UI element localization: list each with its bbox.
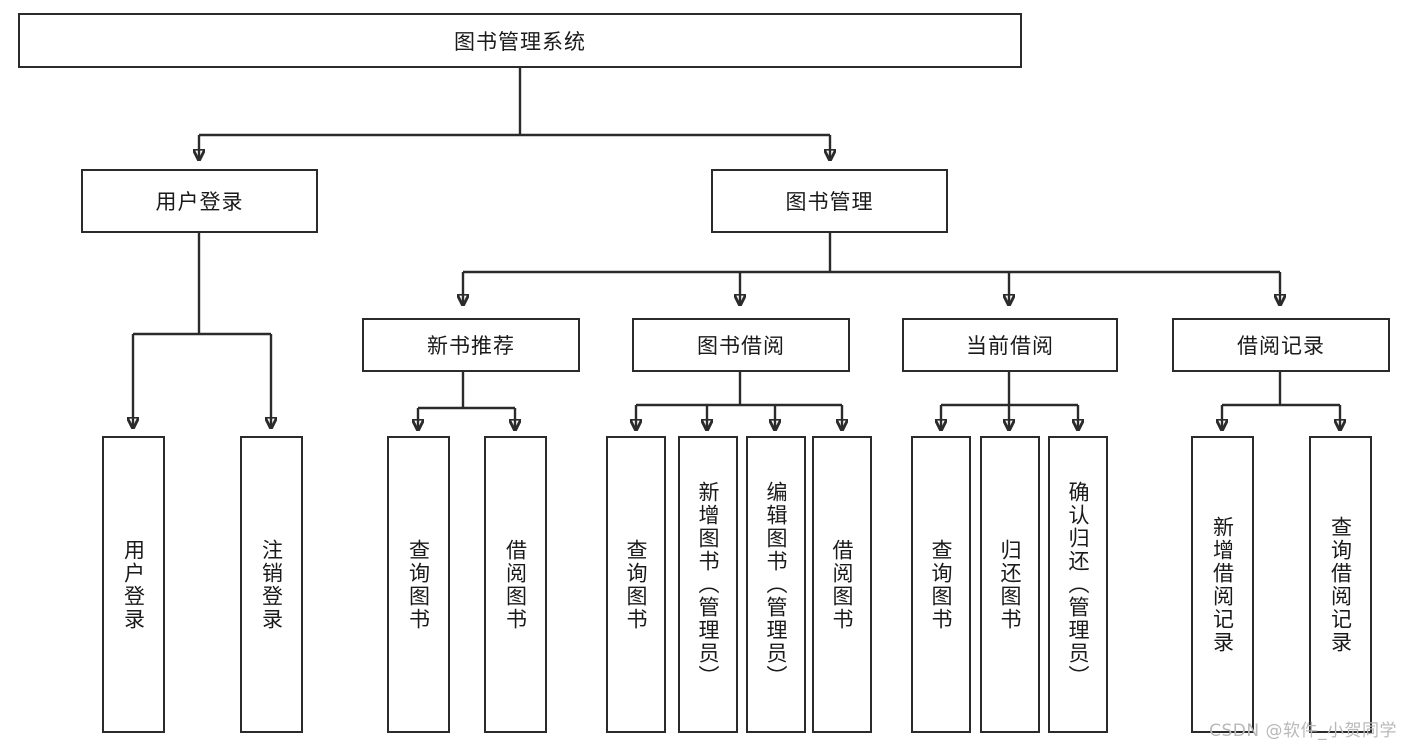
node-root-book-management-system[interactable]: 图书管理系统 (18, 13, 1022, 68)
node-label: 查询图书 (406, 538, 431, 631)
leaf-current-borrow-confirm-return-admin[interactable]: 确认归还（管理员） (1048, 436, 1108, 733)
leaf-user-login-login[interactable]: 用户登录 (102, 436, 165, 733)
node-label: 新增借阅记录 (1210, 515, 1235, 654)
leaf-current-borrow-query-book[interactable]: 查询图书 (911, 436, 971, 733)
leaf-book-borrow-edit-book-admin[interactable]: 编辑图书（管理员） (746, 436, 806, 733)
node-label: 注销登录 (259, 538, 284, 631)
leaf-new-book-borrow-book[interactable]: 借阅图书 (484, 436, 547, 733)
leaf-book-borrow-borrow-book[interactable]: 借阅图书 (812, 436, 872, 733)
node-book-borrow[interactable]: 图书借阅 (632, 318, 850, 372)
leaf-borrow-record-add-record[interactable]: 新增借阅记录 (1191, 436, 1254, 733)
node-label: 借阅图书 (503, 538, 528, 631)
node-label: 新增图书（管理员） (696, 481, 721, 688)
node-label: 查询借阅记录 (1328, 515, 1353, 654)
node-label: 确认归还（管理员） (1066, 481, 1091, 688)
node-current-borrow[interactable]: 当前借阅 (902, 318, 1118, 372)
leaf-user-login-logout[interactable]: 注销登录 (240, 436, 303, 733)
leaf-book-borrow-add-book-admin[interactable]: 新增图书（管理员） (678, 436, 738, 733)
leaf-borrow-record-query-record[interactable]: 查询借阅记录 (1309, 436, 1372, 733)
leaf-book-borrow-query-book[interactable]: 查询图书 (606, 436, 666, 733)
node-new-book-recommend[interactable]: 新书推荐 (362, 318, 580, 372)
node-label: 图书管理系统 (454, 29, 586, 54)
node-label: 归还图书 (998, 538, 1023, 631)
leaf-new-book-query-book[interactable]: 查询图书 (387, 436, 450, 733)
node-label: 编辑图书（管理员） (764, 481, 789, 688)
node-label: 查询图书 (624, 538, 649, 631)
node-label: 图书管理 (785, 190, 874, 214)
node-label: 用户登录 (121, 538, 146, 631)
node-label: 借阅记录 (1237, 334, 1325, 358)
node-label: 图书借阅 (697, 334, 785, 358)
node-book-management[interactable]: 图书管理 (711, 169, 948, 233)
node-label: 查询图书 (929, 538, 954, 631)
node-borrow-record[interactable]: 借阅记录 (1172, 318, 1390, 372)
leaf-current-borrow-return-book[interactable]: 归还图书 (980, 436, 1040, 733)
node-user-login[interactable]: 用户登录 (81, 169, 318, 233)
node-label: 新书推荐 (427, 334, 515, 358)
node-label: 借阅图书 (830, 538, 855, 631)
node-label: 用户登录 (155, 190, 244, 214)
node-label: 当前借阅 (966, 334, 1054, 358)
csdn-watermark: CSDN @软件_小贺同学 (1209, 721, 1397, 741)
